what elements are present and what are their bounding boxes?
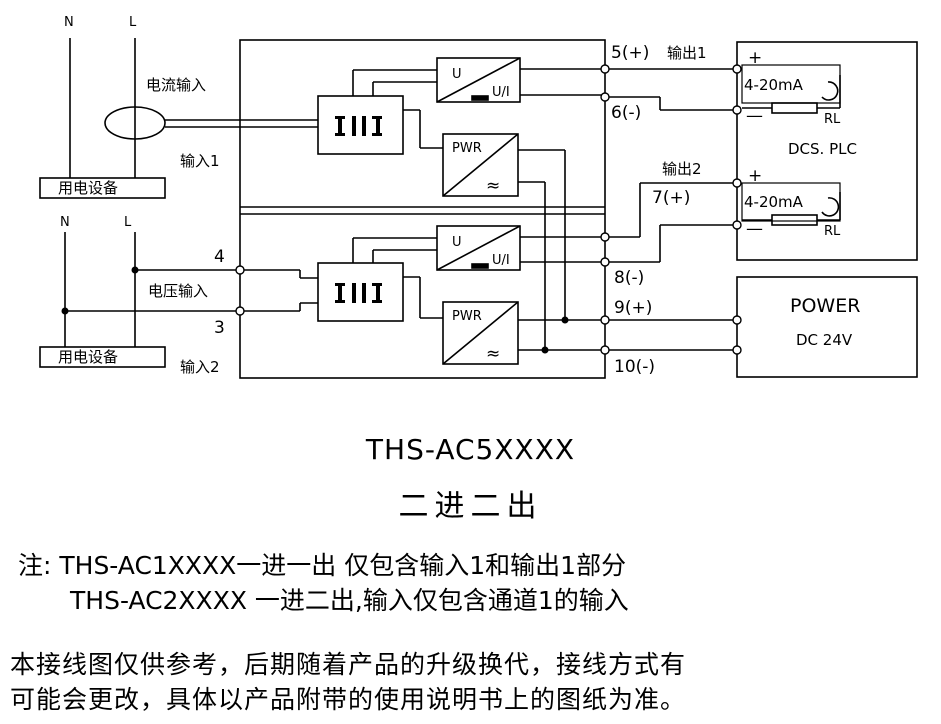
dcs-plc-label: DCS. PLC [788, 140, 857, 158]
l-label-1: L [129, 15, 137, 30]
isolator-2 [317, 262, 404, 322]
ui-converter-1 [436, 57, 521, 103]
plus-label-1: + [748, 48, 762, 68]
pwr-module-1 [442, 133, 519, 197]
terminal-5 [600, 64, 610, 74]
terminal-9-label: 9(+) [614, 298, 652, 318]
minus-label-1: — [746, 106, 763, 126]
device-label-2: 用电设备 [58, 348, 118, 366]
power-box [736, 276, 918, 378]
current-transformer [104, 106, 166, 140]
terminal-8 [600, 257, 610, 267]
rl-label-1: RL [824, 112, 841, 127]
plus-label-2: + [748, 166, 762, 186]
wave-symbol-2: ≈ [486, 344, 500, 364]
terminal-9 [600, 315, 610, 325]
dcs-plc-box [736, 41, 918, 261]
device-label-1: 用电设备 [58, 179, 118, 197]
terminal-4 [235, 265, 245, 275]
voltage-input-label: 电压输入 [148, 282, 208, 300]
device-box-2 [39, 346, 166, 368]
ui-label-2: U/I [492, 253, 510, 268]
terminal-10 [600, 345, 610, 355]
output1-label: 输出1 [667, 44, 707, 62]
terminal-4-label: 4 [214, 247, 225, 267]
terminal-10-label: 10(-) [614, 357, 655, 377]
n-label-1: N [64, 15, 74, 30]
pwr-module-2 [442, 301, 519, 365]
disclaimer-line-2: 可能会更改，具体以产品附带的使用说明书上的图纸为准。 [10, 685, 687, 714]
minus-label-2: — [746, 219, 763, 239]
terminal-7 [600, 232, 610, 242]
terminal-3 [235, 306, 245, 316]
note-line-1: 注: THS-AC1XXXX一进一出 仅包含输入1和输出1部分 [18, 551, 627, 580]
input2-label: 输入2 [180, 358, 220, 376]
ma-label-1: 4-20mA [744, 76, 804, 94]
wave-symbol-1: ≈ [486, 176, 500, 196]
terminal-6 [600, 92, 610, 102]
u-label-1: U [452, 67, 462, 82]
pwr-label-2: PWR [452, 309, 482, 324]
l-label-2: L [124, 215, 132, 230]
wiring-diagram: N L N L 电流输入 电压输入 输入1 输入2 用电设备 用电设备 4 3 … [39, 15, 918, 379]
output2-label: 输出2 [662, 160, 702, 178]
ma-label-2: 4-20mA [744, 193, 804, 211]
terminal-6-label: 6(-) [611, 103, 641, 123]
terminal-8-label: 8(-) [614, 268, 644, 288]
rl-label-2: RL [824, 224, 841, 239]
terminal-5-label: 5(+) [611, 43, 649, 63]
dc24-label: DC 24V [796, 331, 853, 349]
input1-label: 输入1 [180, 152, 220, 170]
isolator-1 [317, 95, 404, 155]
pwr-label-1: PWR [452, 141, 482, 156]
current-input-label: 电流输入 [146, 76, 206, 94]
ui-converter-2 [436, 225, 521, 271]
terminal-3-label: 3 [214, 318, 225, 338]
module-outline [239, 39, 606, 379]
u-label-2: U [452, 235, 462, 250]
n-label-2: N [60, 215, 70, 230]
power-label: POWER [790, 295, 860, 317]
disclaimer-line-1: 本接线图仅供参考，后期随着产品的升级换代，接线方式有 [10, 650, 687, 679]
note-line-2: THS-AC2XXXX 一进二出,输入仅包含通道1的输入 [70, 586, 629, 615]
model-title: THS-AC5XXXX [365, 433, 576, 466]
terminal-7-label: 7(+) [652, 188, 690, 208]
mode-subtitle: 二进二出 [398, 489, 543, 524]
device-box-1 [39, 177, 166, 199]
ui-label-1: U/I [492, 85, 510, 100]
